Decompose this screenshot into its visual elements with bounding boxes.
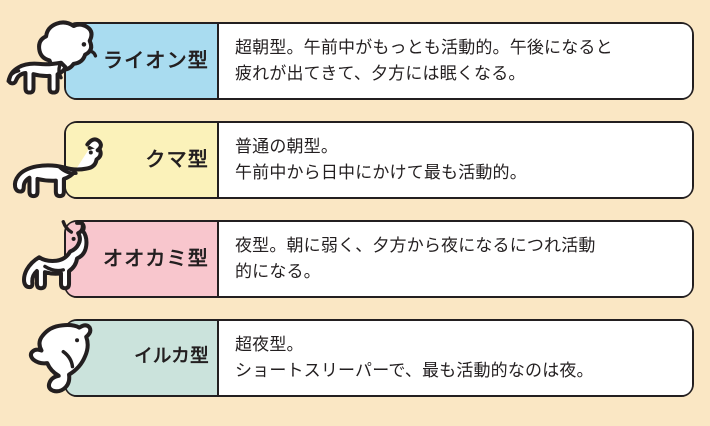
table-row: クマ型 普通の朝型。 午前中から日中にかけて最も活動的。	[12, 121, 694, 199]
description-cell-lion: 超朝型。午前中がもっとも活動的。午後になると 疲れが出てきて、夕方には眠くなる。	[219, 24, 692, 98]
description-line: 超朝型。午前中がもっとも活動的。午後になると	[235, 37, 613, 58]
description-cell-wolf: 夜型。朝に弱く、夕方から夜になるにつれ活動 的になる。	[219, 222, 692, 296]
description-line: ショートスリーパーで、最も活動的なのは夜。	[235, 361, 594, 381]
label-cell-dolphin: イルカ型	[28, 321, 219, 395]
chronotype-label: イルカ型	[134, 345, 209, 367]
chronotype-label: オオカミ型	[103, 246, 209, 270]
table-row: ライオン型 超朝型。午前中がもっとも活動的。午後になると 疲れが出てきて、夕方に…	[6, 20, 694, 100]
description-line: 普通の朝型。	[235, 136, 339, 157]
table-row: イルカ型 超夜型。 ショートスリーパーで、最も活動的なのは夜。	[28, 319, 694, 397]
bear-icon	[2, 117, 120, 203]
description-line: 夜型。朝に弱く、夕方から夜になるにつれ活動	[235, 235, 596, 256]
description-line: 午前中から日中にかけて最も活動的。	[235, 163, 527, 183]
label-cell-lion: ライオン型	[6, 20, 219, 98]
label-cell-wolf: オオカミ型	[22, 220, 219, 296]
label-cell-bear: クマ型	[12, 123, 219, 199]
table-row: オオカミ型 夜型。朝に弱く、夕方から夜になるにつれ活動 的になる。	[22, 220, 694, 298]
description-line: 超夜型。	[235, 334, 304, 355]
description-cell-bear: 普通の朝型。 午前中から日中にかけて最も活動的。	[219, 123, 692, 197]
chronotype-label: クマ型	[145, 147, 209, 171]
description-line: 疲れが出てきて、夕方には眠くなる。	[235, 64, 526, 84]
description-line: 的になる。	[235, 262, 321, 282]
chronotype-label: ライオン型	[103, 48, 209, 72]
description-cell-dolphin: 超夜型。 ショートスリーパーで、最も活動的なのは夜。	[219, 321, 692, 395]
dolphin-icon	[2, 315, 120, 401]
